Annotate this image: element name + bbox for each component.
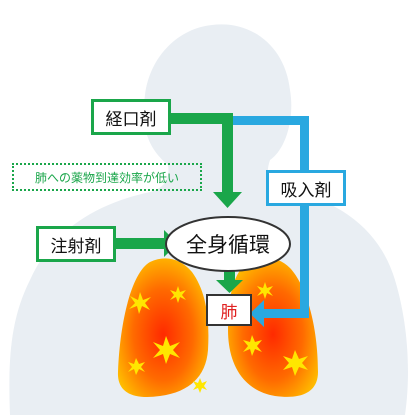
systemic-circulation-label: 全身循環 bbox=[170, 224, 286, 264]
lung-target-box: 肺 bbox=[206, 294, 252, 326]
oral-drug-box: 経口剤 bbox=[91, 99, 171, 135]
inhaled-drug-label: 吸入剤 bbox=[281, 176, 332, 201]
injection-drug-box: 注射剤 bbox=[36, 226, 116, 262]
low-delivery-note: 肺への薬物到達効率が低い bbox=[12, 163, 202, 191]
oral-drug-label: 経口剤 bbox=[106, 105, 157, 130]
lung-target-label: 肺 bbox=[221, 298, 238, 323]
inhaled-drug-box: 吸入剤 bbox=[266, 170, 346, 206]
systemic-circulation-text: 全身循環 bbox=[186, 229, 270, 259]
injection-drug-label: 注射剤 bbox=[51, 232, 102, 257]
low-delivery-note-text: 肺への薬物到達効率が低い bbox=[35, 169, 179, 186]
